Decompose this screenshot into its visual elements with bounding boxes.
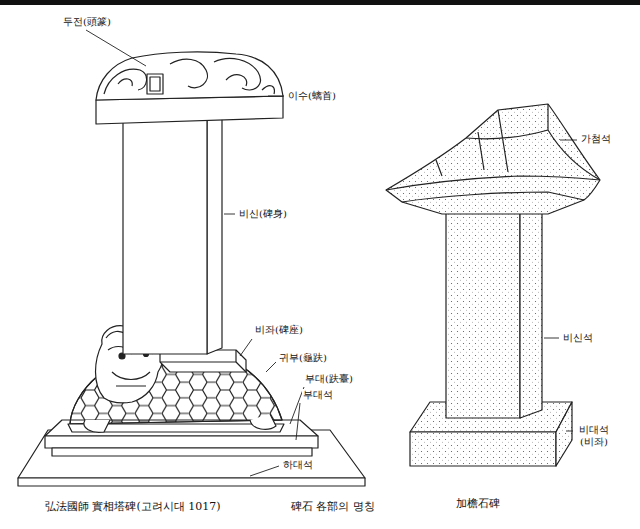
- roof-eave: [402, 192, 584, 202]
- part-label: 비좌(碑座): [254, 324, 304, 336]
- seat-edge: [235, 350, 236, 362]
- leader-line: [240, 339, 252, 356]
- leader-line: [566, 431, 573, 432]
- roof-eave: [386, 176, 600, 190]
- body-stone-side: [520, 206, 542, 418]
- part-label: 비신(碑身): [238, 208, 288, 220]
- capstone-crown: [96, 52, 283, 100]
- part-label: 이수(螭首): [287, 90, 337, 102]
- dragon-carving: [104, 58, 274, 94]
- part-label: 부대(趺臺): [304, 373, 354, 385]
- part-label: 부대석: [302, 389, 334, 401]
- leader-line: [86, 30, 146, 66]
- capstone-band: [96, 96, 283, 124]
- seat-edge: [236, 362, 246, 372]
- seat-edge: [160, 361, 236, 362]
- part-label: 가첨석: [580, 133, 612, 145]
- leader-line: [296, 403, 300, 440]
- part-label: 귀부(龜趺): [278, 352, 328, 364]
- part-label: 비대석 (비좌): [575, 424, 613, 448]
- stele-body-front: [123, 118, 207, 354]
- body-stone-front: [446, 212, 520, 418]
- leader-line: [268, 96, 284, 97]
- figure-title: 加檐石碑: [455, 497, 501, 510]
- plinth-front: [410, 432, 556, 466]
- title-panel-inner: [150, 77, 160, 91]
- figure-title: 弘法國師 實相塔碑(고려시대 1017): [44, 500, 222, 513]
- lower-platform: [18, 430, 365, 478]
- roof-detail: [436, 132, 484, 176]
- part-label: 하대석: [282, 459, 314, 471]
- plinth-side: [556, 402, 572, 466]
- leader-line: [560, 140, 577, 141]
- top-bar: [0, 0, 640, 5]
- part-label: 비신석: [562, 332, 594, 344]
- leader-line: [266, 362, 276, 372]
- lower-platform-edge: [18, 478, 365, 486]
- leader-line: [224, 214, 235, 215]
- turtle-foot: [84, 420, 110, 432]
- caption: 碑石 各部의 명칭: [290, 500, 376, 513]
- base-slab-lower: [52, 448, 312, 456]
- base-slab-front: [45, 436, 318, 448]
- turtle-foot: [250, 414, 276, 429]
- roof-stone: [386, 104, 600, 214]
- part-label: 두전(頭篆): [62, 16, 112, 28]
- leader-line: [544, 338, 559, 339]
- title-panel: [147, 74, 163, 94]
- stele-body-side: [207, 112, 222, 354]
- leader-line: [250, 466, 279, 476]
